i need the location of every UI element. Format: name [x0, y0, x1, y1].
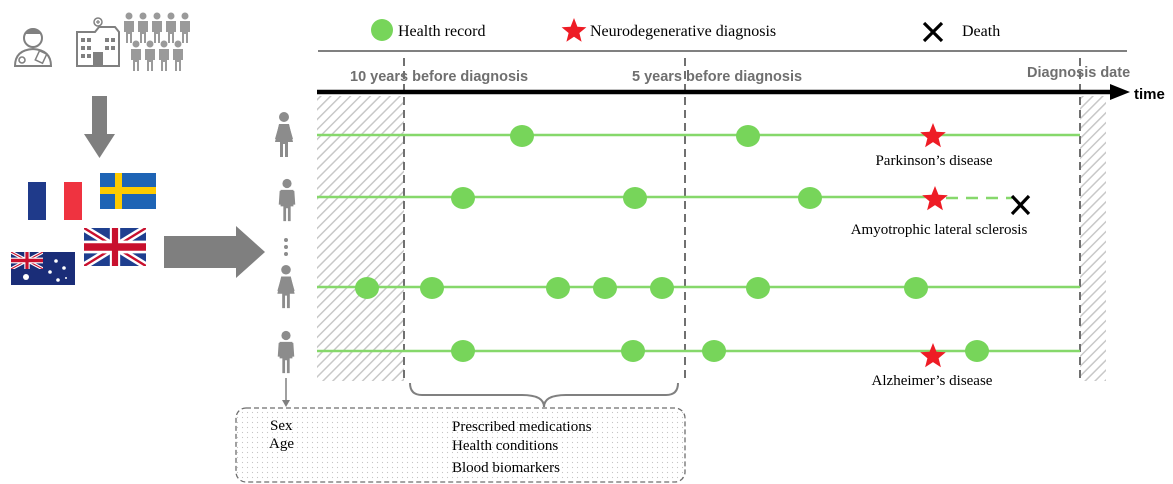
- legend-cross-icon: [922, 21, 944, 43]
- health-record-dot: [355, 277, 379, 299]
- marker-label-10y: 10 years before diagnosis: [350, 69, 528, 85]
- hospital-icon: [76, 17, 120, 67]
- health-record-dot: [546, 277, 570, 299]
- male-person-icon: [278, 178, 296, 222]
- health-record-dot: [746, 277, 770, 299]
- legend-health-record: Health record: [398, 23, 486, 40]
- marker-label-5y: 5 years before diagnosis: [632, 69, 802, 85]
- dynamic-feature-medications: Prescribed medications: [452, 419, 592, 435]
- diagnosis-label: Parkinson’s disease: [875, 153, 992, 169]
- time-axis-label: time: [1134, 86, 1165, 103]
- female-person-icon: [277, 264, 295, 309]
- patient-row-1: Parkinson’s disease: [275, 112, 1080, 169]
- dynamic-feature-conditions: Health conditions: [452, 438, 558, 454]
- patient-row-4: Alzheimer’s disease: [277, 330, 1080, 389]
- health-record-dot: [593, 277, 617, 299]
- health-record-dot: [736, 125, 760, 147]
- dynamic-feature-biomarkers: Blood biomarkers: [452, 460, 560, 476]
- health-record-dot: [702, 340, 726, 362]
- health-record-dot: [965, 340, 989, 362]
- death-cross-icon: [1010, 194, 1031, 216]
- health-record-dot: [510, 125, 534, 147]
- health-record-dot: [650, 277, 674, 299]
- legend-death: Death: [962, 23, 1000, 40]
- health-record-dot: [904, 277, 928, 299]
- patient-row-2: Amyotrophic lateral sclerosis: [278, 178, 1031, 238]
- time-axis-arrowhead: [1110, 84, 1130, 100]
- down-arrow-icon: [84, 96, 115, 158]
- health-record-dot: [451, 340, 475, 362]
- patient-row-3: [277, 264, 1080, 309]
- australia-flag-icon: [11, 252, 75, 285]
- france-flag-icon: [28, 182, 82, 220]
- ellipsis-dots: [284, 238, 288, 256]
- doctor-icon: [13, 28, 53, 67]
- health-record-dot: [420, 277, 444, 299]
- diagnosis-label: Amyotrophic lateral sclerosis: [851, 222, 1028, 238]
- uk-flag-icon: [84, 228, 146, 266]
- marker-label-diagnosis: Diagnosis date: [1027, 65, 1130, 81]
- features-box-frame: [235, 407, 686, 483]
- excluded-period-after: [1080, 96, 1106, 381]
- legend: Health record Neurodegenerative diagnosi…: [318, 18, 1127, 52]
- health-record-dot: [623, 187, 647, 209]
- legend-star-icon: [561, 18, 587, 42]
- right-arrow-icon: [164, 226, 265, 278]
- static-feature-sex: Sex: [270, 418, 293, 434]
- diagnosis-star-icon: [920, 343, 946, 368]
- health-record-dot: [798, 187, 822, 209]
- excluded-period-before: [317, 96, 404, 381]
- diagnosis-label: Alzheimer’s disease: [872, 373, 993, 389]
- static-feature-age: Age: [269, 436, 294, 452]
- male-person-icon: [277, 330, 295, 374]
- features-down-arrow: [282, 378, 290, 407]
- observation-window-brace: [409, 382, 679, 408]
- female-person-icon: [275, 112, 293, 157]
- sweden-flag-icon: [100, 173, 156, 209]
- legend-record-dot: [371, 19, 393, 41]
- diagnosis-star-icon: [922, 186, 948, 211]
- population-icon: [124, 12, 190, 71]
- health-record-dot: [451, 187, 475, 209]
- timeline: 10 years before diagnosis 5 years before…: [275, 58, 1165, 408]
- health-record-dot: [621, 340, 645, 362]
- diagnosis-star-icon: [920, 123, 946, 148]
- features-box: Sex Age Prescribed medications Health co…: [235, 407, 686, 483]
- legend-neuro-diagnosis: Neurodegenerative diagnosis: [590, 23, 776, 40]
